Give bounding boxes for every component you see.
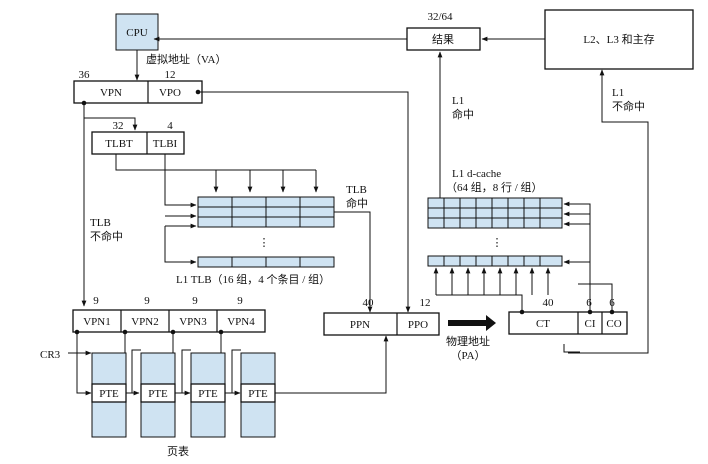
l1-cache-sets (427, 197, 563, 267)
cache-caption: L1 d-cache (452, 168, 501, 180)
vpn3-bits: 9 (192, 295, 198, 307)
vpn2-field: VPN2 (131, 316, 159, 328)
pa-register (323, 312, 440, 336)
ppo-bits: 12 (420, 297, 431, 309)
cpu-label: CPU (126, 27, 147, 39)
l1-miss-label: L1 (612, 87, 624, 99)
ppo-field: PPO (408, 319, 428, 331)
tlb-index-register (91, 131, 185, 155)
tlb-miss-label: TLB (90, 217, 111, 229)
page-tables (91, 352, 276, 438)
pa-caption-2: （PA） (450, 349, 485, 362)
pa-to-cache-arrow (448, 315, 496, 331)
tlbt-field: TLBT (105, 138, 133, 150)
page-table-caption: 页表 (167, 444, 189, 458)
pa-caption: 物理地址 (446, 334, 490, 348)
vpo-field: VPO (159, 87, 181, 99)
result-bits: 32/64 (427, 11, 453, 23)
pte-1: PTE (99, 388, 119, 400)
pte-2: PTE (148, 388, 168, 400)
vpn4-field: VPN4 (227, 316, 255, 328)
ppn-bits: 40 (363, 297, 375, 309)
cache-dots: ⋮ (492, 237, 503, 249)
vpn1-bits: 9 (93, 295, 99, 307)
l1-tlb-sets (197, 196, 335, 268)
l1-hit-label: L1 (452, 95, 464, 107)
cr3-label: CR3 (40, 349, 61, 361)
tlb-hit-label: TLB (346, 184, 367, 196)
vpn2-bits: 9 (144, 295, 150, 307)
result-label: 结果 (432, 33, 454, 46)
vpn1-field: VPN1 (83, 316, 111, 328)
vpn-field: VPN (100, 87, 122, 99)
tlbi-bits: 4 (167, 120, 173, 132)
tlb-caption: L1 TLB（16 组，4 个条目 / 组） (176, 272, 330, 286)
va-caption: 虚拟地址（VA） (146, 52, 226, 66)
memory-box (544, 9, 694, 70)
ci-field: CI (585, 318, 596, 330)
tlb-hit-label-2: 命中 (346, 196, 368, 210)
pte-4: PTE (248, 388, 268, 400)
memory-label: L2、L3 和主存 (583, 32, 654, 46)
va-register (73, 80, 203, 104)
tlbt-bits: 32 (113, 120, 124, 132)
l1-miss-label-2: 不命中 (612, 99, 645, 113)
ct-field: CT (536, 318, 550, 330)
cache-caption-2: （64 组，8 行 / 组） (446, 180, 543, 194)
l1-hit-label-2: 命中 (452, 107, 474, 121)
cpu-box (115, 13, 159, 51)
co-field: CO (606, 318, 621, 330)
ppn-field: PPN (350, 319, 370, 331)
vpn-bits: 36 (79, 69, 91, 81)
ct-bits: 40 (543, 297, 555, 309)
ci-bits: 6 (586, 297, 592, 309)
vpn3-field: VPN3 (179, 316, 207, 328)
tlbi-field: TLBI (153, 138, 178, 150)
tlb-dots: ⋮ (259, 237, 270, 249)
vpn4-bits: 9 (237, 295, 243, 307)
tlb-miss-label-2: 不命中 (90, 229, 123, 243)
vpo-bits: 12 (165, 69, 176, 81)
cache-address-register (508, 311, 628, 335)
pte-3: PTE (198, 388, 218, 400)
